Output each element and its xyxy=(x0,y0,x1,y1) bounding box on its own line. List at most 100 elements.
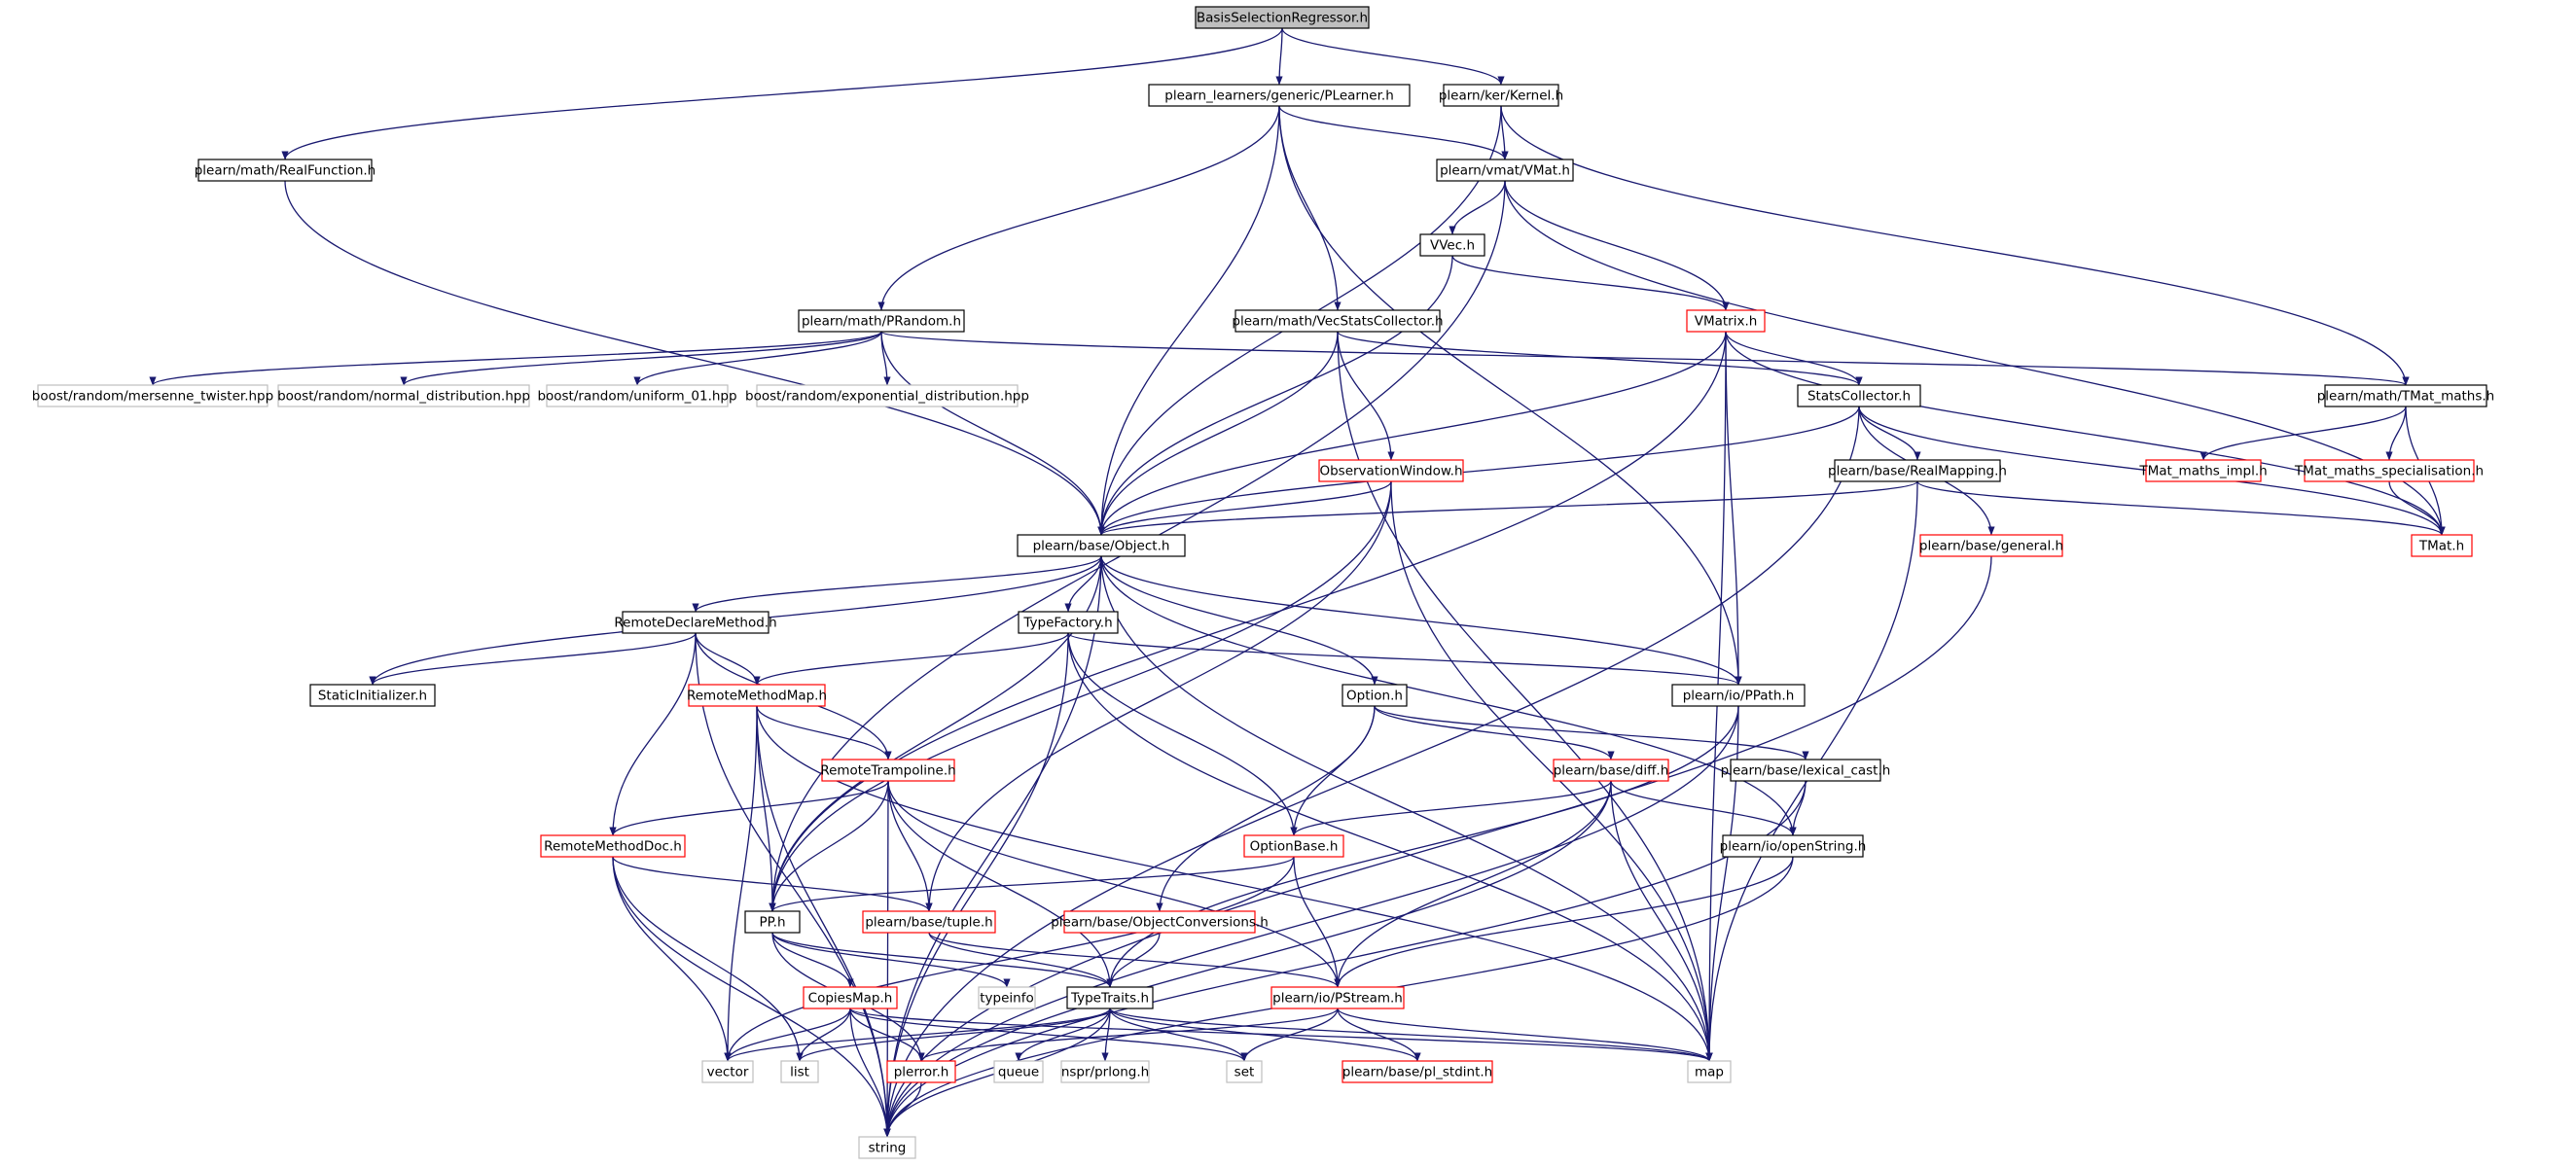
node-remotedecl[interactable]: RemoteDeclareMethod.h xyxy=(614,611,777,634)
edge-object-to-option xyxy=(1100,555,1378,686)
edge-root-to-realfunction xyxy=(281,27,1283,160)
node-optionbase[interactable]: OptionBase.h xyxy=(1243,834,1344,858)
node-box xyxy=(2304,459,2475,482)
node-box xyxy=(1443,84,1559,107)
node-plerror[interactable]: plerror.h xyxy=(886,1060,956,1083)
node-tmatspec[interactable]: TMat_maths_specialisation.h xyxy=(2294,459,2484,482)
node-box xyxy=(1270,986,1405,1009)
edge-copiesmap-to-string xyxy=(849,1008,891,1138)
edge-lexicalcast-to-string xyxy=(883,780,1807,1138)
node-obswindow[interactable]: ObservationWindow.h xyxy=(1318,459,1464,482)
node-box xyxy=(821,759,955,782)
node-ppath[interactable]: plearn/io/PPath.h xyxy=(1671,684,1806,707)
node-vvec[interactable]: VVec.h xyxy=(1419,233,1485,257)
node-remotetramp[interactable]: RemoteTrampoline.h xyxy=(820,759,956,782)
edge-typefactory-to-optionbase xyxy=(1067,632,1298,836)
node-openstring[interactable]: plearn/io/openString.h xyxy=(1720,834,1867,858)
node-label: RemoteMethodMap.h xyxy=(687,689,827,704)
node-label: plearn/base/diff.h xyxy=(1554,763,1669,779)
node-vecstats[interactable]: plearn/math/VecStatsCollector.h xyxy=(1232,309,1444,333)
node-box xyxy=(1063,910,1256,934)
edge-plerror-to-string xyxy=(883,1081,922,1138)
node-general[interactable]: plearn/base/general.h xyxy=(1919,534,2063,557)
node-label: plearn/math/TMat_maths.h xyxy=(2317,389,2495,405)
node-statscoll[interactable]: StatsCollector.h xyxy=(1797,384,1921,407)
node-label: OptionBase.h xyxy=(1250,839,1339,855)
node-label: plearn/io/PStream.h xyxy=(1272,991,1403,1007)
node-typefactory[interactable]: TypeFactory.h xyxy=(1018,611,1119,634)
edge-pstream-to-set xyxy=(1240,1008,1339,1062)
node-box xyxy=(858,1136,916,1159)
edge-diff-to-openstring xyxy=(1610,780,1797,836)
node-mersenne: boost/random/mersenne_twister.hpp xyxy=(32,384,273,407)
edge-kernel-to-tmatmaths xyxy=(1500,105,2410,386)
node-box xyxy=(1730,759,1881,782)
edge-lexicalcast-to-openstring xyxy=(1789,780,1807,836)
node-realfunction[interactable]: plearn/math/RealFunction.h xyxy=(195,159,376,182)
node-label: typeinfo xyxy=(980,991,1033,1007)
node-objconv[interactable]: plearn/base/ObjectConversions.h xyxy=(1051,910,1269,934)
node-staticinit[interactable]: StaticInitializer.h xyxy=(309,684,436,707)
node-box xyxy=(1234,309,1441,333)
node-label: plearn/base/lexical_cast.h xyxy=(1721,763,1891,779)
node-typetraits[interactable]: TypeTraits.h xyxy=(1066,986,1154,1009)
node-tmatimpl[interactable]: TMat_maths_impl.h xyxy=(2138,459,2268,482)
node-object[interactable]: plearn/base/Object.h xyxy=(1017,534,1186,557)
edge-obswindow-to-pph xyxy=(769,480,1392,912)
node-tmat[interactable]: TMat.h xyxy=(2411,534,2473,557)
node-vmat[interactable]: plearn/vmat/VMat.h xyxy=(1436,159,1574,182)
node-realmapping[interactable]: plearn/base/RealMapping.h xyxy=(1828,459,2007,482)
node-label: list xyxy=(790,1065,809,1080)
edge-root-to-plearner xyxy=(1275,27,1283,86)
node-tuple[interactable]: plearn/base/tuple.h xyxy=(862,910,996,934)
node-prandom[interactable]: plearn/math/PRandom.h xyxy=(798,309,965,333)
edge-object-to-openstring xyxy=(1100,555,1797,836)
node-label: plearn_learners/generic/PLearner.h xyxy=(1164,88,1394,104)
edge-copiesmap-to-list xyxy=(796,1008,851,1062)
edge-remotetramp-to-string xyxy=(883,780,891,1138)
node-box xyxy=(886,1060,956,1083)
node-stdint[interactable]: plearn/base/pl_stdint.h xyxy=(1342,1060,1493,1083)
edge-vvec-to-vmatrix xyxy=(1451,255,1730,311)
edge-typetraits-to-stdint xyxy=(1109,1008,1421,1062)
edge-statscoll-to-string xyxy=(883,406,1860,1138)
node-box xyxy=(1687,1060,1732,1083)
node-box xyxy=(780,1060,819,1083)
edge-plearner-to-ppath xyxy=(1278,105,1742,686)
edge-openstring-to-pstream xyxy=(1334,856,1794,988)
node-remotemethoddoc[interactable]: RemoteMethodDoc.h xyxy=(540,834,686,858)
edge-vmatrix-to-pph xyxy=(769,331,1727,912)
node-pstream[interactable]: plearn/io/PStream.h xyxy=(1270,986,1405,1009)
edge-copiesmap-to-set xyxy=(849,1008,1248,1062)
node-box xyxy=(1919,534,2063,557)
node-lexicalcast[interactable]: plearn/base/lexical_cast.h xyxy=(1721,759,1891,782)
node-pph[interactable]: PP.h xyxy=(744,910,801,934)
edge-plearner-to-object xyxy=(1097,105,1280,536)
edge-tuple-to-pstream xyxy=(928,932,1342,988)
node-label: plearn/base/Object.h xyxy=(1033,539,1170,554)
edge-remotemethodmap-to-map xyxy=(756,705,1713,1062)
node-box xyxy=(993,1060,1044,1083)
node-box xyxy=(546,384,729,407)
node-vmatrix[interactable]: VMatrix.h xyxy=(1686,309,1766,333)
edge-vecstats-to-obswindow xyxy=(1337,331,1395,461)
node-label: set xyxy=(1234,1065,1255,1080)
node-diff[interactable]: plearn/base/diff.h xyxy=(1553,759,1669,782)
edge-vmatrix-to-statscoll xyxy=(1725,331,1863,386)
edge-remotetramp-to-pstream xyxy=(887,780,1342,988)
edge-typefactory-to-remotemethodmap xyxy=(753,632,1069,686)
node-copiesmap[interactable]: CopiesMap.h xyxy=(803,986,898,1009)
node-tmatmaths[interactable]: plearn/math/TMat_maths.h xyxy=(2317,384,2495,407)
node-remotemethodmap[interactable]: RemoteMethodMap.h xyxy=(687,684,827,707)
node-root[interactable]: BasisSelectionRegressor.h xyxy=(1195,6,1370,29)
node-label: plearn/io/openString.h xyxy=(1720,839,1867,855)
node-option[interactable]: Option.h xyxy=(1342,684,1408,707)
node-box xyxy=(1722,834,1864,858)
edge-prandom-to-uniform01 xyxy=(633,331,882,386)
edge-obswindow-to-tuple xyxy=(925,480,1392,912)
edge-vecstats-to-object xyxy=(1097,331,1339,536)
node-box xyxy=(1342,684,1408,707)
node-kernel[interactable]: plearn/ker/Kernel.h xyxy=(1439,84,1563,107)
node-plearner[interactable]: plearn_learners/generic/PLearner.h xyxy=(1148,84,1411,107)
node-map: map xyxy=(1687,1060,1732,1083)
